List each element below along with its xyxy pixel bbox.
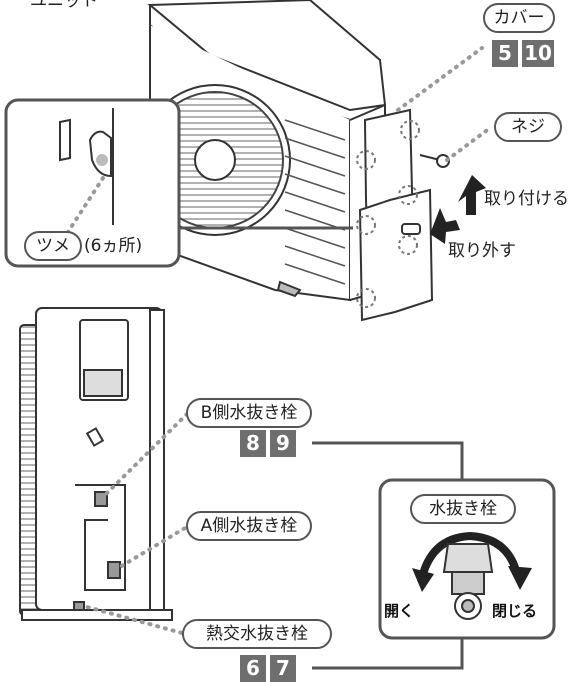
close-label: 閉じる	[492, 602, 538, 620]
drain-plug-callout: 水抜き栓	[410, 494, 516, 524]
step-connector	[312, 441, 464, 670]
step-number-9: 9	[270, 430, 296, 457]
leader-lines	[66, 46, 492, 635]
open-label: 開く	[384, 602, 415, 620]
tab-detail-inset	[4, 98, 181, 268]
outdoor-unit-side-view	[19, 307, 173, 621]
drain-a-callout: A側水抜き栓	[186, 511, 312, 541]
remove-label: 取り外す	[448, 241, 516, 261]
step-number-6: 6	[240, 655, 266, 682]
step-number-8: 8	[240, 430, 266, 457]
unit-label: ユニット	[30, 0, 98, 11]
screw	[419, 154, 450, 168]
side-cover-panel	[356, 108, 434, 322]
cover-callout: カバー	[483, 3, 555, 33]
tab-callout: ツメ	[24, 231, 82, 261]
step-number-10: 10	[522, 40, 554, 67]
attach-remove-arrows	[430, 175, 486, 244]
tab-count: (6ヵ所)	[84, 236, 143, 256]
drain-heat-callout: 熱交水抜き栓	[182, 619, 332, 649]
drain-b-callout: B側水抜き栓	[186, 398, 312, 428]
step-number-5: 5	[492, 40, 518, 67]
step-number-7: 7	[270, 655, 296, 682]
attach-label: 取り付ける	[484, 189, 569, 209]
screw-callout: ネジ	[494, 112, 562, 142]
